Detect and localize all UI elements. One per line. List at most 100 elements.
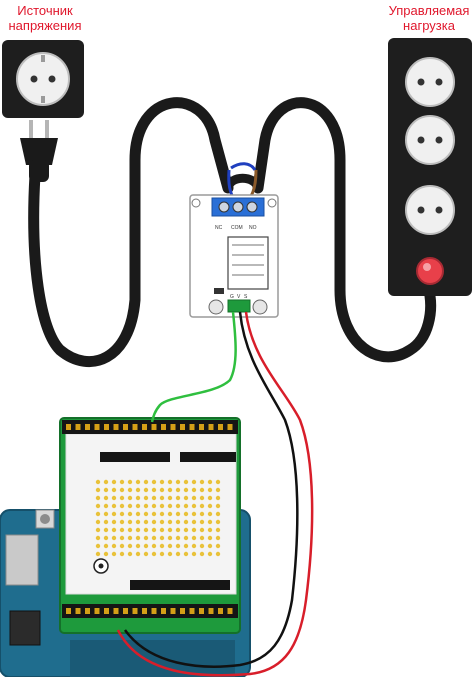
proto-hole xyxy=(175,503,181,509)
proto-hole xyxy=(151,527,157,533)
proto-hole xyxy=(159,511,165,517)
proto-hole xyxy=(95,511,101,517)
proto-hole xyxy=(95,487,101,493)
proto-hole xyxy=(151,487,157,493)
proto-hole xyxy=(215,519,221,525)
power-wire-red xyxy=(116,311,314,677)
proto-grid xyxy=(95,479,221,557)
proto-hole xyxy=(103,511,109,517)
proto-hole xyxy=(111,519,117,525)
proto-hole xyxy=(135,535,141,541)
proto-hole xyxy=(199,543,205,549)
header-pin xyxy=(208,608,214,614)
proto-hole xyxy=(207,503,213,509)
header-pin xyxy=(218,608,223,614)
proto-hole xyxy=(215,535,221,541)
proto-hole xyxy=(111,527,117,533)
proto-hole xyxy=(127,535,133,541)
header-pin xyxy=(151,608,157,614)
proto-hole xyxy=(95,535,101,541)
proto-hole xyxy=(207,535,213,541)
header-pin xyxy=(85,608,90,614)
mains-cable-source xyxy=(28,97,234,367)
proto-hole xyxy=(127,543,133,549)
proto-hole xyxy=(135,511,141,517)
header-pin xyxy=(132,608,138,614)
proto-hole xyxy=(199,479,205,485)
top-header xyxy=(62,420,238,434)
relay-g-label: G xyxy=(230,294,234,300)
proto-hole xyxy=(119,487,125,493)
proto-hole xyxy=(183,487,189,493)
proto-hole xyxy=(111,503,117,509)
proto-hole xyxy=(151,503,157,509)
proto-hole xyxy=(143,519,149,525)
header-pin xyxy=(180,424,185,430)
proto-hole xyxy=(135,543,141,549)
controlled-load-label-line1: Управляемая xyxy=(388,3,470,18)
proto-hole xyxy=(215,511,221,517)
header-pin xyxy=(199,608,204,614)
proto-hole xyxy=(191,543,197,549)
proto-hole xyxy=(143,551,149,557)
proto-hole xyxy=(151,495,157,501)
proto-hole xyxy=(175,535,181,541)
proto-hole xyxy=(119,543,125,549)
proto-hole xyxy=(183,519,189,525)
mains-cable-load xyxy=(252,97,437,363)
header-pin xyxy=(161,608,166,614)
proto-hole xyxy=(159,551,165,557)
relay-module: NC COM NO G V S xyxy=(189,194,279,318)
header-pin xyxy=(94,608,100,614)
proto-hole xyxy=(103,551,109,557)
proto-hole xyxy=(199,487,205,493)
proto-hole xyxy=(199,511,205,517)
proto-hole xyxy=(103,503,109,509)
proto-hole xyxy=(207,495,213,501)
proto-hole xyxy=(119,527,125,533)
proto-hole xyxy=(215,543,221,549)
proto-hole xyxy=(175,551,181,557)
ground-wire-black xyxy=(123,311,299,668)
power-plug xyxy=(20,120,58,182)
proto-hole xyxy=(111,543,117,549)
header-pin xyxy=(227,608,233,614)
proto-hole xyxy=(127,551,133,557)
proto-hole xyxy=(191,479,197,485)
proto-hole xyxy=(175,543,181,549)
relay-v-label: V xyxy=(237,294,241,300)
proto-hole xyxy=(127,519,133,525)
proto-hole xyxy=(215,479,221,485)
proto-hole xyxy=(159,503,165,509)
proto-hole xyxy=(127,527,133,533)
proto-hole xyxy=(111,551,117,557)
header-pin xyxy=(123,424,128,430)
header-pin xyxy=(142,608,147,614)
proto-hole xyxy=(167,543,173,549)
proto-hole xyxy=(191,535,197,541)
header-pin xyxy=(75,608,81,614)
proto-hole xyxy=(119,551,125,557)
proto-hole xyxy=(111,487,117,493)
proto-hole xyxy=(191,503,197,509)
proto-hole xyxy=(199,495,205,501)
header-pin xyxy=(227,424,233,430)
proto-hole xyxy=(135,519,141,525)
proto-hole xyxy=(215,487,221,493)
bottom-header xyxy=(62,604,238,618)
load-power-strip xyxy=(388,38,472,296)
proto-hole xyxy=(199,551,205,557)
header-pins xyxy=(66,424,233,614)
header-pin xyxy=(85,424,90,430)
proto-hole xyxy=(167,519,173,525)
proto-hole xyxy=(175,479,181,485)
usb-connector xyxy=(5,534,39,586)
proto-hole xyxy=(175,511,181,517)
proto-hole xyxy=(167,511,173,517)
header-pin xyxy=(113,608,119,614)
proto-hole xyxy=(111,511,117,517)
proto-hole xyxy=(207,487,213,493)
proto-hole xyxy=(159,519,165,525)
relay-signal-header xyxy=(227,299,251,313)
